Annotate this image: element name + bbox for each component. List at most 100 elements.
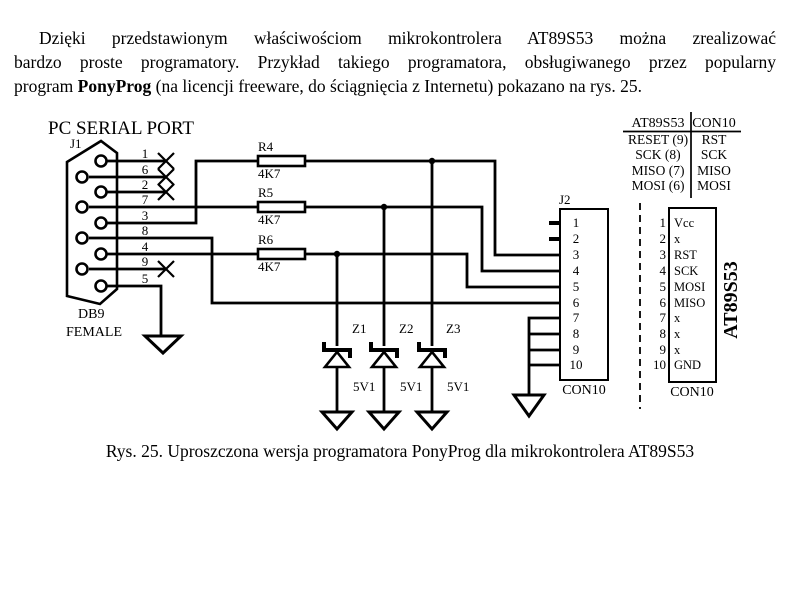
r5-value-label: 4K7 xyxy=(258,212,281,227)
table-cell: MOSI xyxy=(697,178,731,193)
mcu-pin-number: 2 xyxy=(660,231,667,246)
zener-z1: Z1 5V1 xyxy=(318,321,375,432)
paragraph: Dzięki przedstawionym właściwościom mikr… xyxy=(14,26,776,98)
mcu-pin-label: MISO xyxy=(674,296,705,310)
db9-pin-circle xyxy=(75,170,89,184)
db9-pin-circle xyxy=(94,185,108,199)
j2-pin-number: 5 xyxy=(573,279,580,294)
mcu-pin-label: Vcc xyxy=(674,216,695,230)
db9-pin-circle xyxy=(75,262,89,276)
wire-r6-to-j2pin5 xyxy=(305,252,560,289)
j2-pin-number: 10 xyxy=(570,357,583,372)
z2-ref-label: Z2 xyxy=(399,321,413,336)
wire-r5-to-j2pin4 xyxy=(305,205,560,273)
db9-pin-numbers: 1 6 2 7 3 8 4 9 5 xyxy=(142,146,149,286)
mcu-pin-number: 6 xyxy=(660,295,667,310)
mcu-pin-number: 7 xyxy=(660,310,667,325)
j2-pin-number: 4 xyxy=(573,263,580,278)
j1-ref-label: J1 xyxy=(70,136,82,151)
mcu-pin-label: x xyxy=(674,327,681,341)
signal-table: AT89S53 CON10 RESET (9) RST SCK (8) SCK … xyxy=(623,112,741,198)
j1-pin-label-4: 4 xyxy=(142,239,149,254)
resistor-r4: R4 4K7 xyxy=(256,139,307,181)
db9-pin-circle xyxy=(75,200,89,214)
mcu-pin-label: x xyxy=(674,232,681,246)
j2-gnd-bus xyxy=(527,316,560,395)
j1-pin-label-1: 1 xyxy=(142,146,149,161)
j2-pin-number: 8 xyxy=(573,326,580,341)
schematic-figure: PC SERIAL PORT J1 DB9 FEMALE 1 6 2 7 3 xyxy=(48,112,742,432)
j1-type-label: DB9 xyxy=(78,307,104,322)
db9-pin-circle xyxy=(94,216,108,230)
nc-x-icon xyxy=(157,260,175,278)
r5-ref-label: R5 xyxy=(258,185,273,200)
table-cell: MOSI (6) xyxy=(632,178,685,193)
db9-pin-circle xyxy=(94,279,108,293)
mcu-ref-label: AT89S53 xyxy=(720,261,742,338)
z3-value-label: 5V1 xyxy=(447,379,469,394)
table-cell: RST xyxy=(702,132,728,147)
mcu-header-connector: 1 2 3 4 5 6 7 8 9 10 Vcc x RST SCK MOSI … xyxy=(639,203,742,409)
paragraph-line-3-pre: program xyxy=(14,76,78,96)
j2-body xyxy=(559,208,609,381)
r6-ref-label: R6 xyxy=(258,232,274,247)
z1-ref-label: Z1 xyxy=(352,321,366,336)
table-cell: MISO xyxy=(697,163,731,178)
wire-pin3-to-r4 xyxy=(107,159,258,225)
db9-pin-circle xyxy=(75,231,89,245)
mcu-pin-number: 8 xyxy=(660,326,667,341)
junction-dot xyxy=(380,203,388,211)
ground-icon xyxy=(318,410,356,432)
mcu-pin-number: 9 xyxy=(660,342,667,357)
z1-value-label: 5V1 xyxy=(353,379,375,394)
ground-icon xyxy=(141,334,185,356)
wire-r4-to-j2pin3 xyxy=(305,159,560,257)
j1-pin-label-3: 3 xyxy=(142,208,149,223)
mcu-type-label: CON10 xyxy=(670,385,714,400)
j1-pin-label-5: 5 xyxy=(142,271,149,286)
r6-body xyxy=(256,247,307,261)
ground-icon xyxy=(511,393,547,419)
j2-pin-number: 3 xyxy=(573,247,580,262)
mcu-pin-number: 5 xyxy=(660,279,667,294)
j1-pin-label-6: 6 xyxy=(142,162,149,177)
r4-body xyxy=(256,154,307,168)
nc-x-icon xyxy=(157,168,175,186)
table-cell: SCK xyxy=(701,147,728,162)
paragraph-line-3: program PonyProg (na licencji freeware, … xyxy=(14,74,776,98)
mcu-pin-number: 1 xyxy=(660,215,667,230)
figure-caption: Rys. 25. Uproszczona wersja programatora… xyxy=(105,441,695,461)
j1-pin-label-8: 8 xyxy=(142,223,149,238)
ponyprog-bold: PonyProg xyxy=(77,76,152,96)
j2-pin-number: 2 xyxy=(573,231,580,246)
ground-icon xyxy=(413,410,451,432)
wire-pin5-to-gnd xyxy=(107,284,163,336)
table-cell: MISO (7) xyxy=(632,163,685,178)
resistor-r5: R5 4K7 xyxy=(256,185,307,227)
mcu-body xyxy=(668,207,717,383)
table-header-at89s53: AT89S53 xyxy=(632,116,685,131)
mcu-pin-label: x xyxy=(674,343,681,357)
mcu-pin-label: MOSI xyxy=(674,280,705,294)
j2-ref-label: J2 xyxy=(559,192,571,207)
nc-x-icon xyxy=(157,183,175,201)
j1-pin-label-2: 2 xyxy=(142,177,149,192)
j2-connector: J2 1 2 3 4 5 6 7 8 9 10 CON10 xyxy=(511,192,609,419)
r4-ref-label: R4 xyxy=(258,139,274,154)
db9-connector: J1 DB9 FEMALE xyxy=(65,136,122,340)
schematic-title: PC SERIAL PORT xyxy=(48,118,194,139)
j2-pin-number: 9 xyxy=(573,342,580,357)
r6-value-label: 4K7 xyxy=(258,259,281,274)
j2-pin-number: 1 xyxy=(573,215,580,230)
paragraph-line-3-post: (na licencji freeware, do ściągnięcia z … xyxy=(151,76,642,96)
mcu-pin-number: 3 xyxy=(660,247,667,262)
junction-dot xyxy=(333,250,341,258)
table-cell: SCK (8) xyxy=(635,147,680,162)
paragraph-line-2: bardzo proste programatory. Przykład tak… xyxy=(14,52,776,72)
mcu-pin-number: 4 xyxy=(660,263,667,278)
mcu-pin-number: 10 xyxy=(653,357,666,372)
db9-pin-circle xyxy=(94,247,108,261)
db9-pin-circle xyxy=(94,154,108,168)
z3-anode-triangle xyxy=(417,349,447,369)
zener-z3: Z3 5V1 xyxy=(413,321,469,432)
